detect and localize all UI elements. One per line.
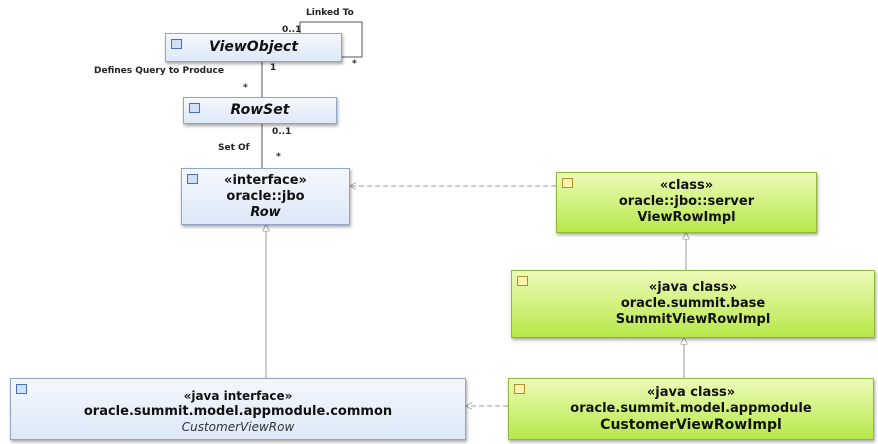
class-icon bbox=[514, 384, 525, 394]
viewobject-name: ViewObject bbox=[208, 39, 299, 55]
summitviewrowimpl-stereotype: «java class» bbox=[648, 280, 738, 295]
interface-icon bbox=[189, 103, 200, 113]
set-of-mult-to: * bbox=[276, 152, 281, 162]
set-of-label: Set Of bbox=[218, 143, 250, 153]
customerviewrowimpl-stereotype: «java class» bbox=[646, 385, 736, 400]
linked-to-mult-from: 0..1 bbox=[282, 25, 302, 35]
rowset-node[interactable]: RowSet bbox=[183, 97, 337, 124]
linked-to-edge bbox=[299, 21, 363, 58]
customerviewrowimpl-package: oracle.summit.model.appmodule bbox=[570, 401, 812, 416]
customerviewrowimpl-node[interactable]: «java class» oracle.summit.model.appmodu… bbox=[508, 378, 874, 440]
rowset-name: RowSet bbox=[230, 102, 290, 118]
linked-to-mult-to: * bbox=[352, 59, 357, 69]
customerviewrow-node[interactable]: «java interface» oracle.summit.model.app… bbox=[10, 378, 466, 440]
customerviewrow-stereotype: «java interface» bbox=[183, 389, 293, 403]
summitviewrowimpl-name: SummitViewRowImpl bbox=[615, 312, 771, 327]
viewrowimpl-stereotype: «class» bbox=[659, 178, 714, 193]
row-package: oracle::jbo bbox=[226, 189, 305, 204]
viewrowimpl-package: oracle::jbo::server bbox=[618, 194, 755, 209]
interface-icon bbox=[187, 174, 198, 184]
row-node[interactable]: «interface» oracle::jbo Row bbox=[181, 168, 350, 225]
defines-query-mult-to: * bbox=[243, 83, 248, 93]
customerviewrow-package: oracle.summit.model.appmodule.common bbox=[83, 404, 393, 419]
viewrowimpl-name: ViewRowImpl bbox=[637, 210, 736, 225]
set-of-mult-from: 0..1 bbox=[272, 127, 292, 137]
customerviewrowimpl-name: CustomerViewRowImpl bbox=[600, 417, 782, 433]
defines-query-mult-from: 1 bbox=[270, 63, 277, 73]
class-icon bbox=[517, 276, 528, 286]
viewrowimpl-node[interactable]: «class» oracle::jbo::server ViewRowImpl bbox=[556, 172, 817, 233]
summitviewrowimpl-package: oracle.summit.base bbox=[620, 296, 766, 311]
viewobject-node[interactable]: ViewObject bbox=[165, 33, 342, 62]
class-icon bbox=[562, 178, 573, 188]
linked-to-label: Linked To bbox=[306, 8, 354, 18]
row-name: Row bbox=[250, 205, 281, 220]
summitviewrowimpl-node[interactable]: «java class» oracle.summit.base SummitVi… bbox=[511, 270, 875, 338]
customerviewrow-name: CustomerViewRow bbox=[181, 420, 295, 434]
row-stereotype: «interface» bbox=[224, 173, 307, 188]
defines-query-label: Defines Query to Produce bbox=[94, 66, 224, 76]
interface-icon bbox=[16, 384, 27, 394]
interface-icon bbox=[171, 39, 182, 49]
